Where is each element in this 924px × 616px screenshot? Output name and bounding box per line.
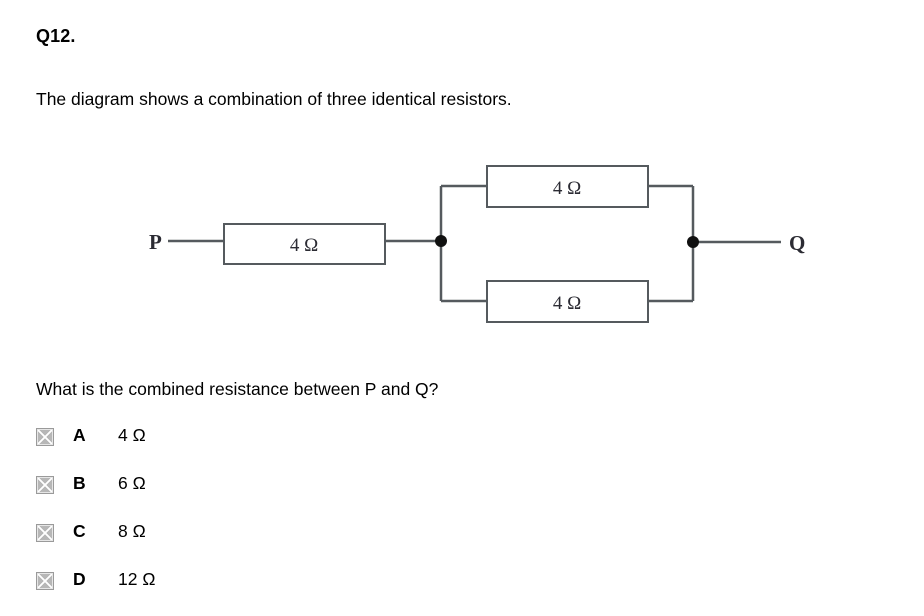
resistor-box-parallel-bottom <box>486 280 649 323</box>
junction-dot-left <box>435 235 447 247</box>
option-row-c[interactable]: C 8 Ω <box>36 520 556 568</box>
resistor-box-series <box>223 223 386 265</box>
checkbox-icon-d[interactable] <box>36 572 54 590</box>
answer-options-list: A 4 Ω B 6 Ω C 8 Ω D 12 Ω <box>36 424 556 616</box>
option-letter-c: C <box>73 521 86 541</box>
option-value-d: 12 Ω <box>118 569 156 589</box>
checkbox-icon-b[interactable] <box>36 476 54 494</box>
terminal-label-p: P <box>149 230 162 254</box>
option-row-a[interactable]: A 4 Ω <box>36 424 556 472</box>
option-row-b[interactable]: B 6 Ω <box>36 472 556 520</box>
junction-dot-right <box>687 236 699 248</box>
checkbox-icon-a[interactable] <box>36 428 54 446</box>
option-value-b: 6 Ω <box>118 473 146 493</box>
resistor-label-series: 4 Ω <box>290 235 318 256</box>
question-intro-text: The diagram shows a combination of three… <box>36 89 512 109</box>
question-prompt: What is the combined resistance between … <box>36 379 439 399</box>
resistor-label-parallel-top: 4 Ω <box>553 178 581 199</box>
terminal-label-q: Q <box>789 231 805 255</box>
circuit-diagram: P Q 4 Ω 4 Ω 4 Ω <box>0 140 924 350</box>
option-letter-d: D <box>73 569 86 589</box>
resistor-label-parallel-bottom: 4 Ω <box>553 293 581 314</box>
option-value-a: 4 Ω <box>118 425 146 445</box>
option-value-c: 8 Ω <box>118 521 146 541</box>
option-row-d[interactable]: D 12 Ω <box>36 568 556 616</box>
option-letter-a: A <box>73 425 86 445</box>
question-number: Q12. <box>36 26 76 46</box>
checkbox-icon-c[interactable] <box>36 524 54 542</box>
option-letter-b: B <box>73 473 86 493</box>
